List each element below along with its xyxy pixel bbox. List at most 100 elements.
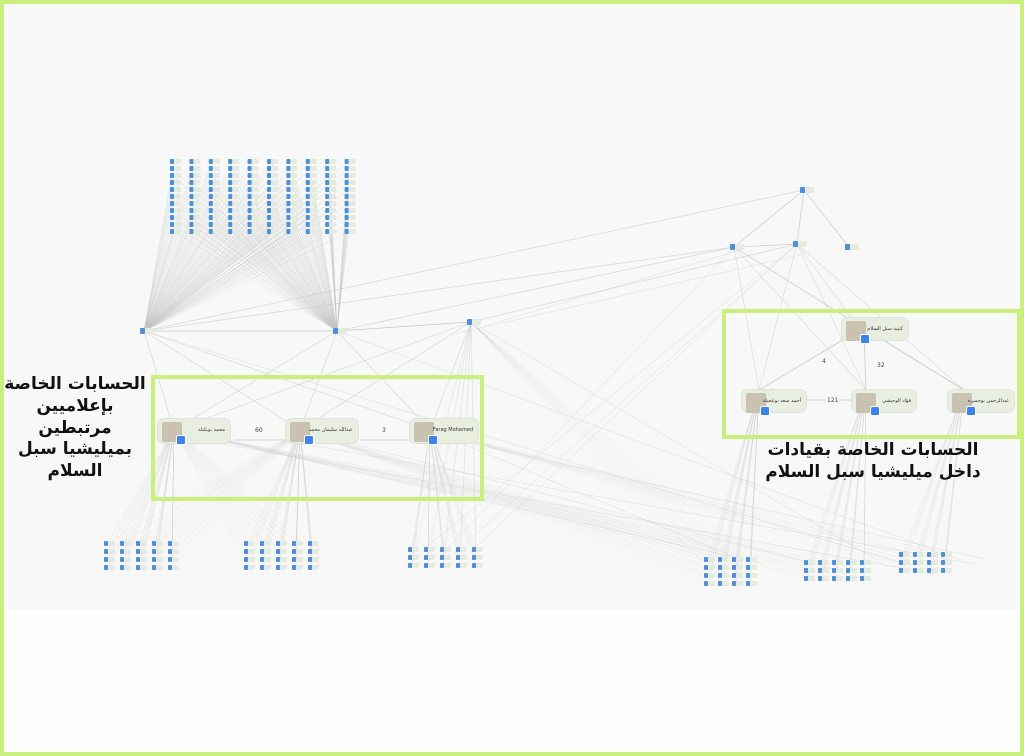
graph-node[interactable]: [344, 187, 356, 192]
graph-node[interactable]: [732, 557, 743, 562]
graph-node[interactable]: [860, 576, 871, 581]
graph-node[interactable]: [325, 222, 337, 227]
graph-node[interactable]: [170, 187, 181, 192]
graph-node[interactable]: [408, 547, 419, 552]
graph-node[interactable]: [247, 159, 259, 164]
graph-node[interactable]: [860, 560, 871, 565]
graph-node[interactable]: [305, 173, 317, 178]
graph-node[interactable]: [793, 241, 807, 247]
graph-node[interactable]: [746, 565, 757, 570]
graph-node[interactable]: [832, 576, 843, 581]
graph-node[interactable]: [267, 215, 278, 220]
graph-node[interactable]: [136, 549, 147, 554]
graph-node[interactable]: [136, 565, 147, 570]
graph-node[interactable]: [325, 208, 337, 213]
graph-node[interactable]: [136, 541, 147, 546]
graph-node[interactable]: [804, 576, 815, 581]
graph-node[interactable]: [168, 549, 179, 554]
node-card-right-2[interactable]: فؤاد الوحيشي: [852, 390, 916, 416]
graph-node[interactable]: [344, 173, 356, 178]
graph-node[interactable]: [189, 166, 201, 171]
graph-node[interactable]: [208, 229, 220, 234]
graph-node[interactable]: [424, 563, 435, 568]
graph-node[interactable]: [899, 552, 910, 557]
graph-node[interactable]: [440, 555, 451, 560]
graph-node[interactable]: [308, 557, 319, 562]
graph-node[interactable]: [286, 187, 298, 192]
graph-node[interactable]: [913, 552, 924, 557]
graph-node[interactable]: [208, 215, 220, 220]
graph-node[interactable]: [286, 229, 298, 234]
graph-node[interactable]: [305, 222, 317, 227]
graph-node[interactable]: [704, 557, 715, 562]
node-card-left-2[interactable]: عبدالله سليمان محمد: [286, 419, 358, 445]
graph-node[interactable]: [228, 229, 240, 234]
graph-node[interactable]: [704, 565, 715, 570]
graph-node[interactable]: [168, 541, 179, 546]
graph-node[interactable]: [152, 565, 163, 570]
graph-node[interactable]: [260, 565, 271, 570]
graph-node[interactable]: [292, 557, 303, 562]
graph-node[interactable]: [189, 180, 201, 185]
graph-node[interactable]: [104, 557, 115, 562]
graph-node[interactable]: [818, 576, 829, 581]
node-card-right-1[interactable]: أحمد سعد بوعجيلة: [742, 390, 806, 416]
graph-node[interactable]: [228, 208, 240, 213]
graph-node[interactable]: [247, 215, 259, 220]
graph-node[interactable]: [440, 547, 451, 552]
graph-node[interactable]: [941, 560, 952, 565]
graph-node[interactable]: [276, 541, 287, 546]
graph-node[interactable]: [286, 180, 298, 185]
graph-node[interactable]: [305, 166, 317, 171]
graph-node[interactable]: [120, 541, 131, 546]
graph-node[interactable]: [913, 560, 924, 565]
graph-node[interactable]: [228, 159, 240, 164]
graph-node[interactable]: [344, 215, 356, 220]
graph-node[interactable]: [305, 194, 317, 199]
graph-node[interactable]: [941, 568, 952, 573]
graph-node[interactable]: [927, 552, 938, 557]
graph-node[interactable]: [325, 187, 337, 192]
graph-node[interactable]: [286, 166, 298, 171]
graph-node[interactable]: [168, 557, 179, 562]
graph-node[interactable]: [927, 560, 938, 565]
graph-node[interactable]: [247, 208, 259, 213]
graph-node[interactable]: [941, 552, 952, 557]
graph-node[interactable]: [228, 201, 240, 206]
graph-node[interactable]: [305, 201, 317, 206]
graph-node[interactable]: [818, 560, 829, 565]
graph-node[interactable]: [899, 568, 910, 573]
network-canvas[interactable]: [4, 4, 1020, 610]
graph-node[interactable]: [170, 201, 181, 206]
graph-node[interactable]: [267, 229, 278, 234]
graph-node[interactable]: [325, 229, 337, 234]
graph-node[interactable]: [152, 541, 163, 546]
graph-node[interactable]: [228, 187, 240, 192]
graph-node[interactable]: [247, 222, 259, 227]
graph-node[interactable]: [208, 187, 220, 192]
graph-node[interactable]: [344, 180, 356, 185]
node-card-left-1[interactable]: محمد بوبكيلة: [158, 419, 230, 445]
graph-node[interactable]: [170, 208, 181, 213]
graph-node[interactable]: [267, 180, 278, 185]
graph-node[interactable]: [846, 560, 857, 565]
graph-node[interactable]: [308, 549, 319, 554]
graph-node[interactable]: [260, 549, 271, 554]
graph-node[interactable]: [308, 565, 319, 570]
node-card-right-top[interactable]: كتيبة سبل السلام: [842, 318, 908, 344]
graph-node[interactable]: [292, 565, 303, 570]
graph-node[interactable]: [746, 581, 757, 586]
graph-node[interactable]: [189, 222, 201, 227]
graph-node[interactable]: [247, 166, 259, 171]
graph-node[interactable]: [305, 159, 317, 164]
graph-node[interactable]: [104, 549, 115, 554]
graph-node[interactable]: [408, 555, 419, 560]
graph-node[interactable]: [228, 173, 240, 178]
graph-node[interactable]: [472, 563, 483, 568]
graph-node[interactable]: [860, 568, 871, 573]
graph-node[interactable]: [247, 180, 259, 185]
graph-node[interactable]: [286, 201, 298, 206]
graph-node[interactable]: [718, 581, 729, 586]
graph-node[interactable]: [267, 201, 278, 206]
graph-node[interactable]: [718, 565, 729, 570]
